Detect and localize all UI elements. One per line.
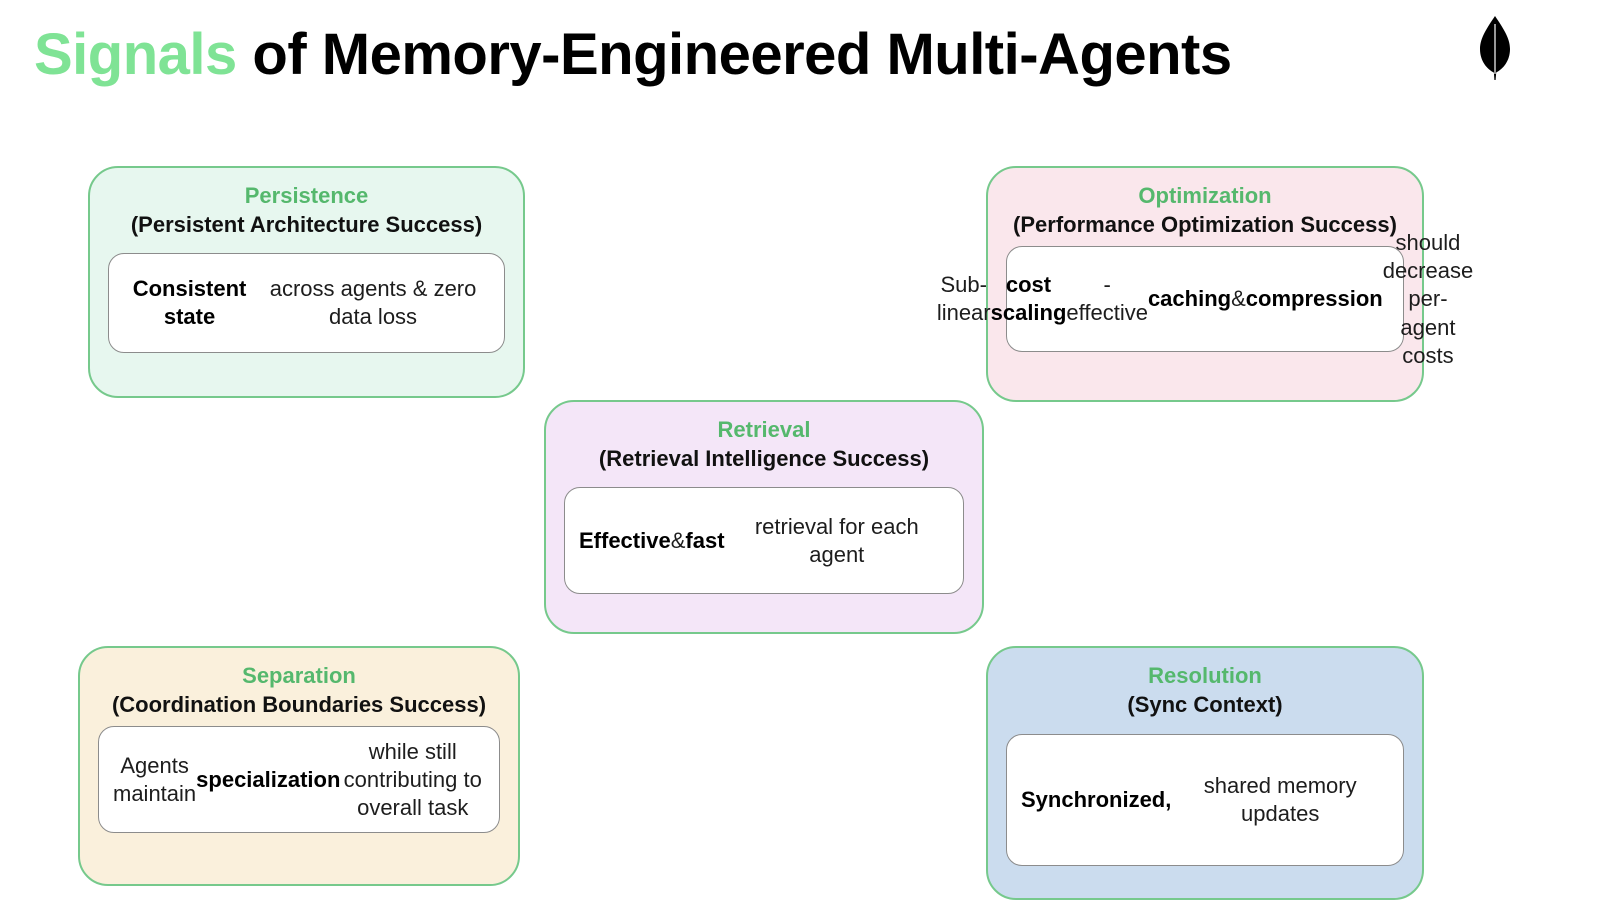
card-subtitle-persistence: (Persistent Architecture Success)	[130, 211, 483, 237]
card-body-optimization: Sub-linear cost scaling - effective cach…	[936, 230, 1474, 368]
card-subtitle-resolution: (Sync Context)	[1127, 691, 1283, 717]
page-title-accent: Signals	[34, 22, 237, 87]
card-title-optimization: Optimization	[1138, 183, 1272, 208]
card-body-resolution: Synchronized, shared memory updates	[1006, 734, 1404, 867]
page-title-rest: of Memory-Engineered Multi-Agents	[236, 22, 1232, 87]
card-title-retrieval: Retrieval	[717, 417, 811, 442]
card-body-retrieval: Effective & fast retrieval for each agen…	[564, 487, 964, 595]
card-body-persistence: Consistent state across agents & zero da…	[108, 253, 505, 354]
card-title-separation: Separation	[242, 663, 356, 688]
card-retrieval[interactable]: Retrieval (Retrieval Intelligence Succes…	[544, 400, 984, 634]
card-subtitle-retrieval: (Retrieval Intelligence Success)	[598, 445, 930, 471]
page-title: Signals of Memory-Engineered Multi-Agent…	[34, 22, 1232, 89]
card-resolution[interactable]: Resolution (Sync Context) Synchronized, …	[986, 646, 1424, 900]
card-title-persistence: Persistence	[244, 183, 369, 208]
card-separation[interactable]: Separation (Coordination Boundaries Succ…	[78, 646, 520, 886]
card-persistence[interactable]: Persistence (Persistent Architecture Suc…	[88, 166, 525, 398]
mongodb-leaf-icon	[1472, 14, 1518, 82]
card-body-separation: Agents maintain specialization while sti…	[98, 726, 500, 834]
card-optimization[interactable]: Optimization (Performance Optimization S…	[936, 166, 1474, 402]
card-title-resolution: Resolution	[1148, 663, 1262, 688]
card-subtitle-separation: (Coordination Boundaries Success)	[111, 691, 487, 717]
card-subtitle-optimization: (Performance Optimization Success)	[1013, 211, 1397, 237]
